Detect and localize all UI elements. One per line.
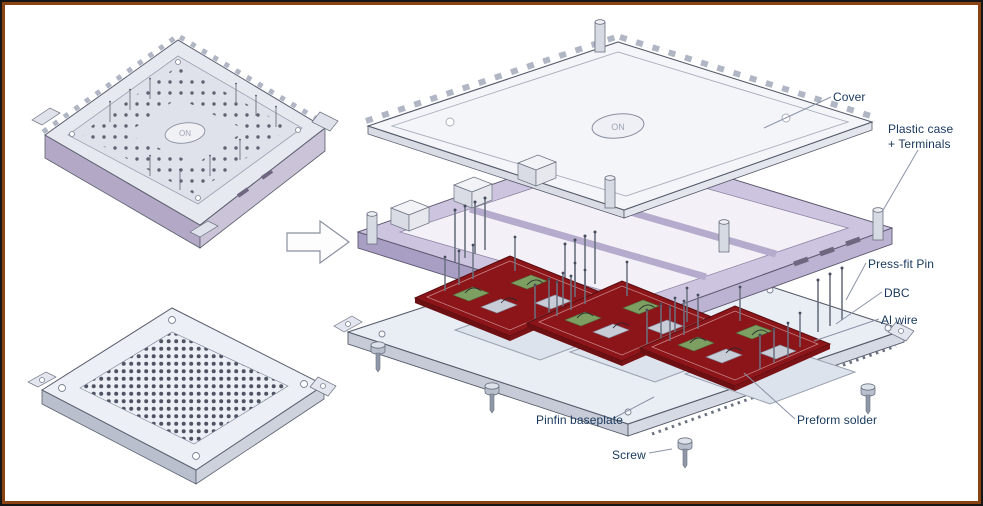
screw-shape [860,383,876,415]
module-hole [195,195,201,201]
al-wire-leader-line [813,318,880,342]
logo-text: ON [179,129,191,138]
plateview-hole [58,384,66,392]
module-tab [311,111,339,132]
case-terminal-slot [793,256,809,267]
screw-shape [677,437,693,469]
module-terminal-slot [260,169,274,180]
baseplate-ear-hole [345,321,351,327]
pinfin-baseplate-illustration [27,307,337,485]
leader-lines [613,96,919,454]
baseplate-hole [884,324,892,332]
terminal-block [452,176,494,209]
pinfin-baseplate-leader-line [613,396,655,419]
logo-text: ON [611,122,625,132]
cover-castellation-left [365,34,617,124]
preform-solder-label: Preform solder [797,413,878,427]
module-castellation-left [41,34,178,135]
cover-boss [445,117,455,127]
pinfin-baseplate-label: Pinfin baseplate [536,413,623,427]
module-tab [31,107,61,126]
diagram-canvas: ON [27,19,919,485]
cover-leader-line [763,96,832,129]
case-hardware [366,154,884,333]
exploded-view-illustration: ON [333,19,915,469]
module-hole [69,131,75,137]
screw-shape [370,341,386,373]
plastic-case-leader-line [881,149,919,213]
module-tab [189,220,219,238]
module-hole [175,59,181,65]
screw-leader-line [648,448,673,454]
dbc-label: DBC [884,286,910,300]
module-pin-field [80,66,290,194]
screw-label: Screw [612,448,646,462]
plateview-hole [300,380,308,388]
screw-shape [484,382,500,414]
plastic-case-label: Plastic case + Terminals [888,122,954,151]
plateview-hole [168,316,176,324]
cover-castellation-right [619,34,875,120]
dbc-leader-line [835,291,883,325]
onsemi-logo-icon: ON [591,113,645,139]
baseplate-pinfin-dots [651,344,897,436]
module-terminal-slot [236,187,250,198]
terminal-block [389,199,431,232]
onsemi-logo-icon: ON [164,122,206,144]
press-fit-pin-label: Press-fit Pin [868,257,934,271]
baseplate-hole [378,330,386,338]
transition-arrow-icon [286,219,351,265]
case-terminal-slot [819,246,835,257]
module-castellation-right [178,34,329,128]
case-terminal-slot [845,236,861,247]
module-hole [295,127,301,133]
baseplate-ear-hole [898,328,904,334]
plateview-hole [192,452,200,460]
plateview-ear-hole [320,383,326,389]
plateview-ear-hole [39,377,45,383]
al-wire-label: Al wire [881,313,918,327]
cover-part: ON [365,19,875,219]
case-rib [469,205,707,281]
preform-solder-leader-line [743,372,796,420]
press-fit-pin-leader-line [845,262,867,301]
cover-label: Cover [833,90,866,104]
terminal-block [516,154,558,187]
assembled-module-illustration: ON [31,34,339,249]
plateview-pinfin-field [79,331,289,445]
